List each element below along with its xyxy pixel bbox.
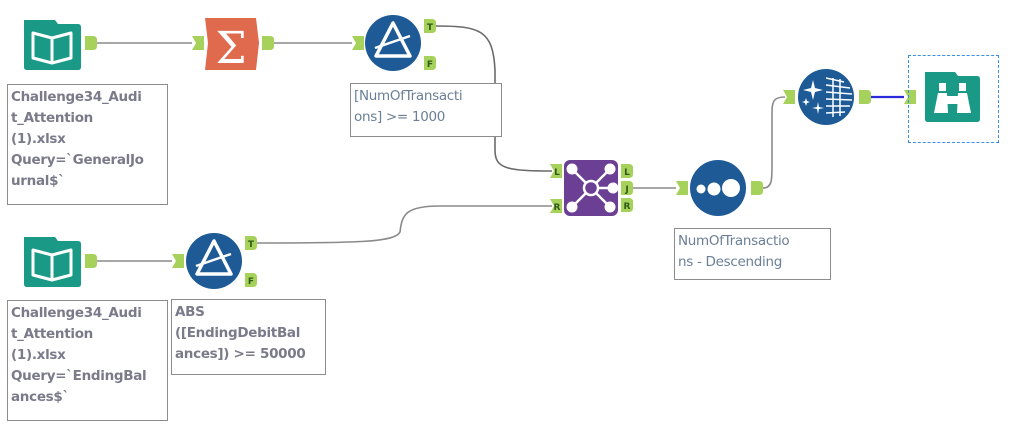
connector-filter2-true-join-right[interactable] — [256, 205, 552, 244]
svg-text:L: L — [624, 168, 630, 178]
output-anchor[interactable] — [85, 36, 97, 50]
sparkle-table-icon — [798, 69, 854, 125]
filter2-annotation: ABS ([EndingDebitBal ances]) >= 50000 — [171, 299, 326, 375]
left-output-anchor[interactable]: L — [621, 164, 633, 178]
left-input-anchor[interactable]: L — [550, 164, 562, 178]
sort-annotation: NumOfTransactio ns - Descending — [674, 228, 831, 280]
svg-text:F: F — [427, 60, 433, 70]
svg-text:J: J — [624, 185, 628, 195]
browse-tool[interactable] — [904, 72, 980, 122]
right-output-anchor[interactable]: R — [621, 198, 633, 212]
svg-text:L: L — [554, 168, 560, 178]
join-tool[interactable]: L R L J R — [550, 160, 633, 216]
summarize-tool[interactable]: Σ — [192, 18, 274, 74]
svg-text:R: R — [624, 202, 631, 212]
sort-tool[interactable] — [676, 160, 763, 216]
svg-text:T: T — [248, 240, 255, 250]
multi-row-formula-tool[interactable] — [783, 69, 871, 125]
filter1-annotation: [NumOfTransacti ons] >= 1000 — [350, 83, 502, 137]
input-anchor[interactable] — [172, 254, 184, 268]
output-anchor[interactable] — [262, 36, 274, 50]
sigma-icon — [205, 18, 259, 70]
filter-tool-1[interactable]: T F — [352, 15, 436, 71]
false-anchor[interactable]: F — [245, 273, 257, 287]
input2-annotation: Challenge34_Audi t_Attention (1).xlsx Qu… — [7, 300, 168, 421]
true-anchor[interactable]: T — [245, 236, 257, 250]
input-anchor[interactable] — [352, 36, 364, 50]
browse-selection-box — [908, 55, 999, 143]
false-anchor[interactable]: F — [424, 56, 436, 70]
svg-text:Σ: Σ — [215, 23, 246, 74]
connector-sort-formula[interactable] — [762, 96, 786, 189]
join-output-anchor[interactable]: J — [621, 181, 633, 195]
input-data-tool-2[interactable] — [24, 237, 97, 287]
input-anchor[interactable] — [676, 181, 688, 195]
output-anchor[interactable] — [859, 90, 871, 104]
svg-text:T: T — [427, 23, 434, 33]
input1-annotation: Challenge34_Audi t_Attention (1).xlsx Qu… — [7, 84, 168, 205]
connectors — [97, 25, 904, 262]
svg-text:R: R — [554, 203, 561, 213]
input-data-tool-1[interactable] — [24, 20, 97, 70]
connector-filter1-true-join-left[interactable] — [435, 25, 553, 172]
input-anchor[interactable] — [192, 36, 204, 50]
filter-tool-2[interactable]: T F — [172, 233, 257, 289]
svg-text:F: F — [248, 277, 254, 287]
output-anchor[interactable] — [751, 181, 763, 195]
true-anchor[interactable]: T — [424, 19, 436, 33]
right-input-anchor[interactable]: R — [550, 199, 562, 213]
output-anchor[interactable] — [85, 254, 97, 268]
